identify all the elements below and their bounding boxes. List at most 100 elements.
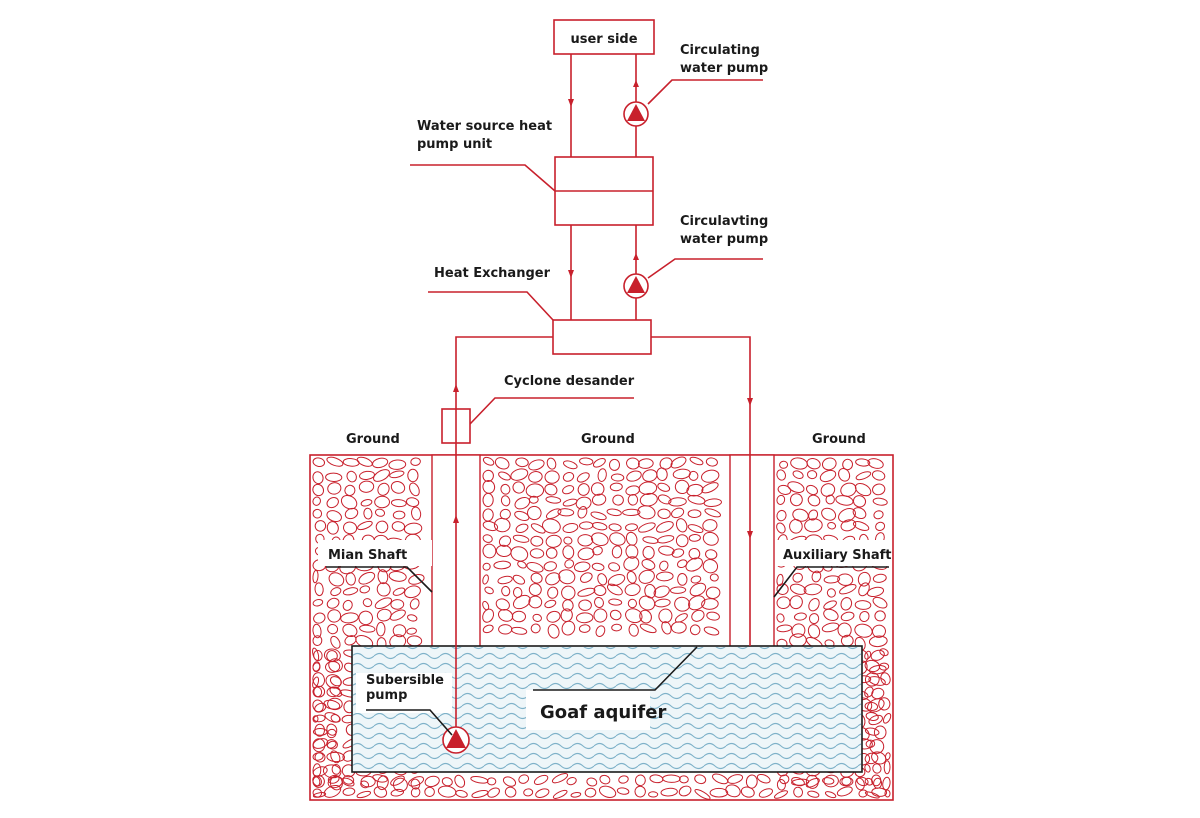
leader-goaf-aquifer [533, 646, 698, 691]
rock-pebble [391, 521, 406, 532]
rock-pebble [776, 779, 786, 791]
rock-pebble [495, 598, 510, 611]
rock-pebble [497, 609, 514, 622]
circulating-pump-top-label-1: Circulating [680, 43, 760, 58]
rock-pebble [358, 610, 373, 626]
rock-pebble [705, 549, 718, 560]
rock-pebble [690, 575, 702, 584]
rock-pebble [326, 456, 344, 467]
rock-pebble [872, 497, 888, 506]
rock-pebble [867, 458, 884, 469]
rock-pebble [327, 609, 342, 623]
rock-pebble [359, 470, 375, 480]
rock-pebble [562, 599, 574, 612]
rock-pebble [702, 559, 719, 574]
rock-pebble [823, 575, 841, 584]
rock-pebble [551, 773, 569, 784]
rock-pebble [313, 714, 326, 723]
main-shaft-label-bg [318, 540, 432, 566]
rock-pebble [793, 612, 807, 621]
rock-pebble [871, 774, 882, 787]
rock-pebble [687, 524, 704, 534]
rock-pebble [576, 612, 594, 624]
rock-pebble [312, 699, 324, 713]
rock-pebble [607, 574, 626, 587]
rock-pebble [657, 494, 672, 505]
rock-pebble [500, 483, 511, 495]
rock-pebble [504, 786, 517, 798]
rock-pebble [360, 775, 376, 788]
rock-pebble [869, 739, 885, 754]
circulating-pump-mid-label-1: Circulavting [680, 214, 768, 229]
rock-pebble [392, 777, 408, 792]
rock-pebble [343, 521, 358, 535]
rock-pebble [312, 686, 323, 698]
rock-pebble [517, 560, 527, 569]
rock-pebble [791, 776, 805, 787]
rock-pebble [512, 534, 530, 543]
leader-cyclone-desander [469, 397, 634, 425]
rock-pebble [527, 505, 542, 521]
rock-pebble [593, 608, 608, 623]
rock-pebble [529, 548, 545, 559]
rock-pebble [865, 739, 876, 748]
rock-pebble [634, 785, 646, 798]
rock-pebble [706, 611, 720, 621]
rock-pebble [653, 585, 670, 598]
rock-pebble [486, 777, 497, 786]
rock-pebble [372, 457, 389, 469]
rock-pebble [789, 583, 807, 595]
rock-pebble [578, 624, 591, 633]
rock-pebble [609, 609, 622, 621]
cyclone-desander-label: Cyclone desander [504, 374, 635, 389]
rock-pebble [482, 608, 495, 623]
rock-pebble [807, 494, 821, 507]
rock-pebble [512, 481, 525, 494]
rock-pebble [584, 787, 597, 798]
rock-pebble [498, 471, 511, 481]
rock-pebble [312, 471, 324, 485]
rock-pebble [882, 776, 891, 791]
leader-heat-pump-unit [410, 164, 556, 192]
rock-pebble [575, 496, 592, 510]
rock-pebble [675, 534, 689, 548]
rock-pebble [501, 585, 511, 597]
rock-pebble [388, 570, 407, 582]
rock-pebble [597, 573, 608, 586]
rock-pebble [424, 775, 440, 788]
rock-pebble [573, 561, 591, 573]
user-side-box [553, 19, 655, 55]
rock-pebble [628, 623, 639, 637]
rock-pebble [823, 608, 839, 622]
rock-pebble [808, 613, 820, 625]
rock-pebble [872, 596, 888, 609]
rock-pebble [515, 523, 529, 533]
rock-pebble [839, 583, 857, 595]
circulating-pump-mid [623, 273, 649, 299]
rock-pebble [340, 612, 359, 624]
rock-pebble [776, 522, 786, 534]
rock-pebble [359, 624, 376, 633]
rock-pebble [360, 499, 373, 507]
rock-pebble [326, 723, 338, 736]
rock-pebble [410, 457, 421, 466]
rock-pebble [410, 778, 421, 790]
rock-pebble [648, 791, 659, 798]
rock-pebble [312, 661, 321, 672]
rock-pebble [512, 574, 526, 585]
rock-pebble [494, 457, 510, 470]
rock-pebble [342, 775, 355, 785]
rock-pebble [330, 750, 341, 764]
rock-pebble [324, 712, 341, 723]
rock-pebble [592, 522, 608, 531]
rock-pebble [852, 495, 867, 508]
rock-pebble [312, 457, 326, 467]
rock-pebble [857, 571, 871, 587]
auxiliary-shaft [729, 454, 775, 648]
rock-pebble [392, 587, 406, 596]
rock-pebble [875, 521, 886, 531]
submersible-label-bg [356, 673, 452, 713]
rock-pebble [562, 472, 575, 482]
rock-pebble [858, 789, 868, 798]
rock-pebble [326, 510, 342, 523]
